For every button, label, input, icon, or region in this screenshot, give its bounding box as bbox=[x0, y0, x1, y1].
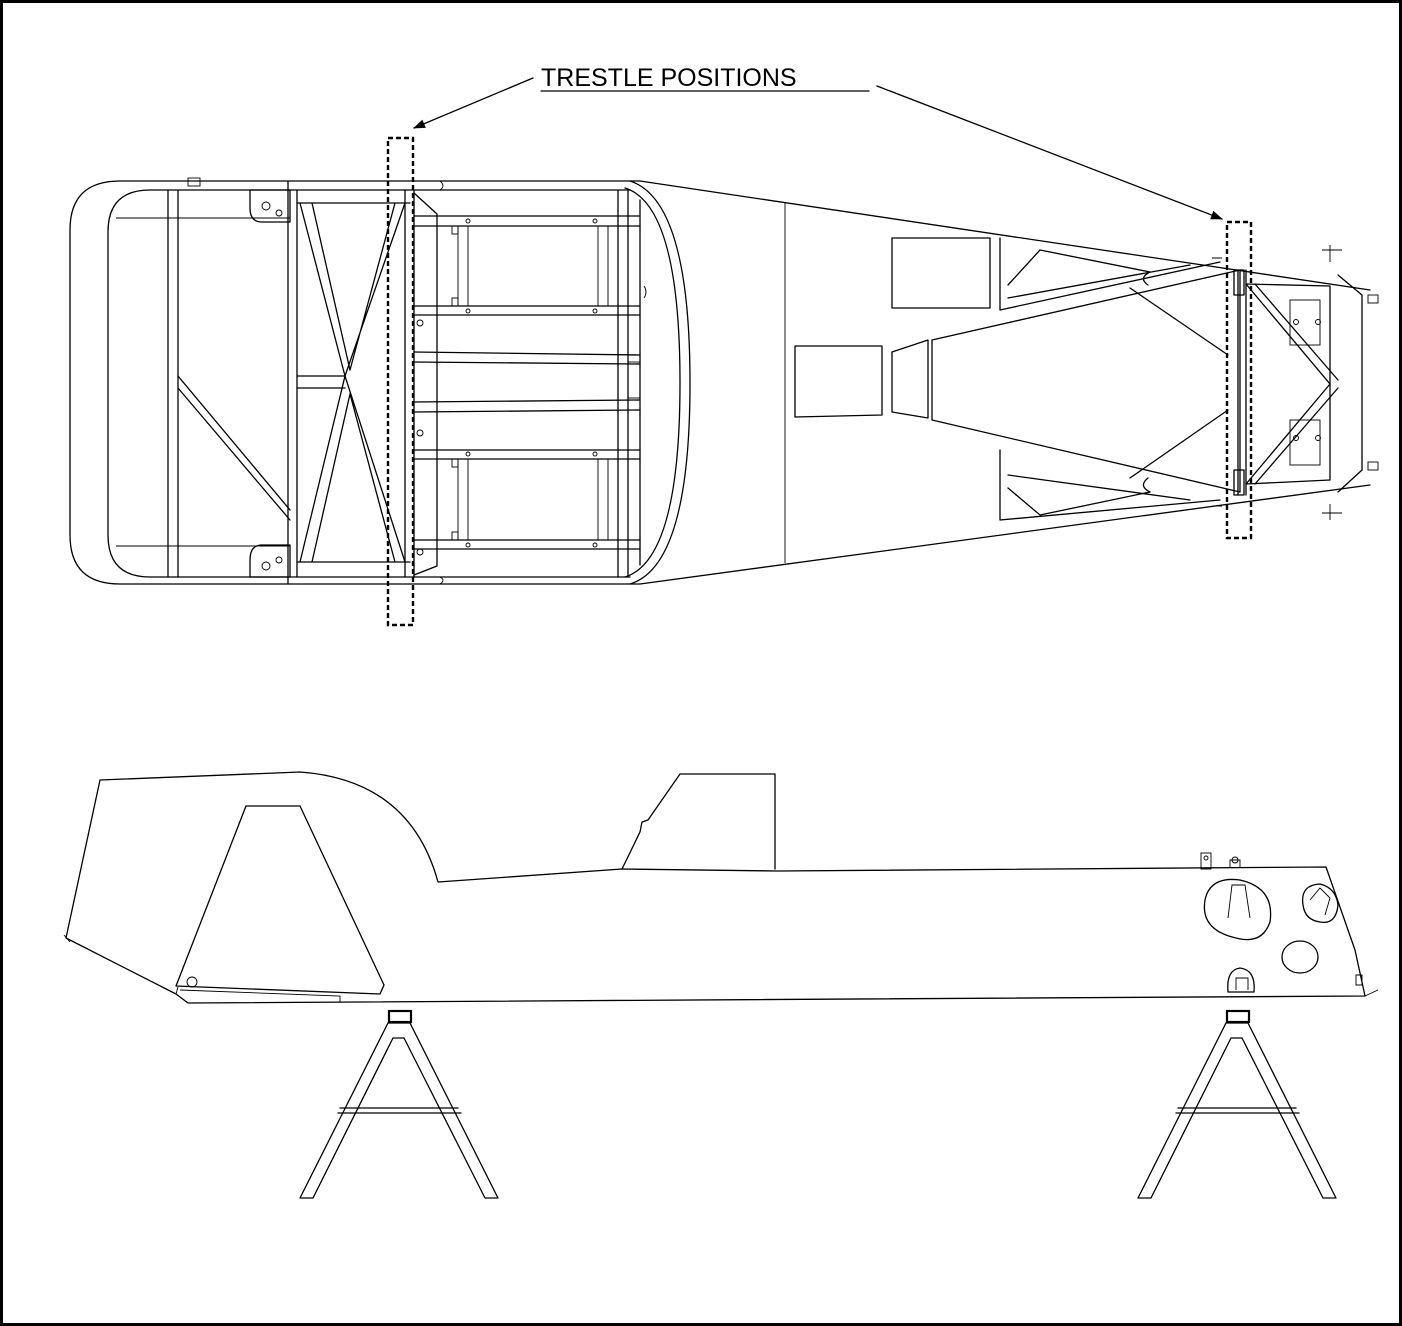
cowl-side-opening bbox=[175, 805, 385, 995]
firewall-plate-bottom bbox=[249, 544, 291, 578]
access-panel-1 bbox=[891, 237, 991, 309]
inspection-hole-2 bbox=[1301, 883, 1339, 924]
trestle-front bbox=[299, 1009, 499, 1199]
nose-cowling-outer bbox=[69, 180, 291, 585]
callout: TRESTLE POSITIONS bbox=[413, 64, 1223, 220]
callout-label: TRESTLE POSITIONS bbox=[541, 64, 797, 92]
nose-cowling-inner bbox=[107, 189, 291, 578]
fuselage-side-outline bbox=[65, 771, 1366, 1004]
trestle-position-rear bbox=[1225, 220, 1253, 540]
trestle-position-front bbox=[386, 136, 415, 627]
access-panel-2 bbox=[794, 345, 883, 418]
tail-cone-deck bbox=[931, 269, 1241, 493]
top-view-fuselage-frame bbox=[69, 177, 1379, 585]
windshield-bow bbox=[629, 180, 691, 585]
trestle-rear bbox=[1137, 1009, 1337, 1199]
callout-arrow-front bbox=[413, 77, 534, 129]
windshield-side bbox=[621, 773, 776, 870]
rear-fuselage-bottom-edge bbox=[639, 484, 1371, 585]
inspection-hole-1 bbox=[1203, 878, 1272, 941]
inspection-hole-4 bbox=[1227, 967, 1255, 993]
callout-arrow-rear bbox=[876, 85, 1223, 220]
rear-fuselage-top-edge bbox=[639, 180, 1371, 291]
side-view-fuselage bbox=[63, 771, 1379, 1004]
inspection-hole-3 bbox=[1281, 940, 1319, 974]
firewall-plate-top bbox=[249, 189, 291, 223]
